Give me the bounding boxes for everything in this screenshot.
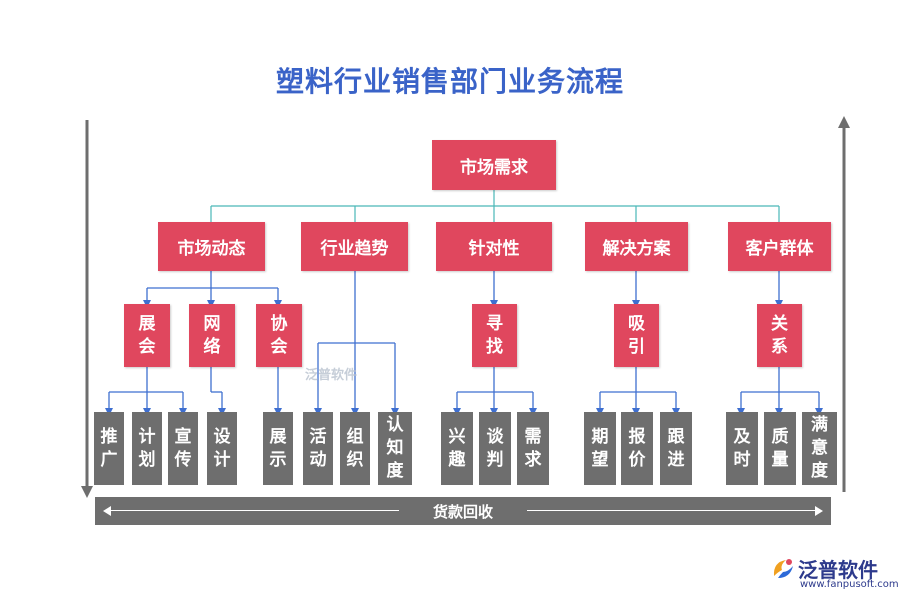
leaf-node: 谈 判 [479,412,511,485]
node-sub: 关 系 [757,304,802,367]
node-sub: 寻 找 [472,304,517,367]
leaf-node: 兴 趣 [441,412,473,485]
bar-label: 货款回收 [418,500,507,522]
bar-arrowhead-left [103,506,111,516]
leaf-node: 需 求 [517,412,549,485]
page-title: 塑料行业销售部门业务流程 [275,65,624,98]
node-sub: 协 会 [256,304,302,367]
logo-url: www.fanpusoft.com [800,579,899,590]
leaf-node: 跟 进 [660,412,692,485]
leaf-node: 计 划 [132,412,162,485]
leaf-node: 展 示 [263,412,293,485]
payment-collection-bar: 货款回收 [95,497,831,525]
node-sub: 网 络 [189,304,235,367]
logo-mark-icon [773,559,793,578]
node-category: 行业趋势 [301,222,408,271]
leaf-node: 活 动 [303,412,333,485]
node-category: 市场动态 [158,222,265,271]
leaf-node: 报 价 [621,412,653,485]
node-root: 市场需求 [432,140,556,190]
leaf-node: 认 知 度 [378,412,412,485]
node-sub: 吸 引 [614,304,659,367]
logo-name: 泛普软件 [798,558,878,582]
leaf-node: 质 量 [764,412,796,485]
leaf-node: 推 广 [94,412,124,485]
leaf-node: 组 织 [340,412,370,485]
leaf-node: 期 望 [584,412,616,485]
node-category: 解决方案 [585,222,688,271]
leaf-node: 满 意 度 [802,412,837,485]
brand-logo: 泛普软件 www.fanpusoft.com [770,552,899,596]
node-sub: 展 会 [124,304,170,367]
bar-arrow-right [527,510,817,511]
watermark: 泛普软件 [305,368,358,383]
leaf-node: 宣 传 [168,412,198,485]
node-category: 针对性 [436,222,552,271]
bar-arrowhead-right [815,506,823,516]
node-category: 客户群体 [728,222,831,271]
bar-arrow-left [109,510,399,511]
leaf-node: 设 计 [207,412,237,485]
leaf-node: 及 时 [726,412,758,485]
